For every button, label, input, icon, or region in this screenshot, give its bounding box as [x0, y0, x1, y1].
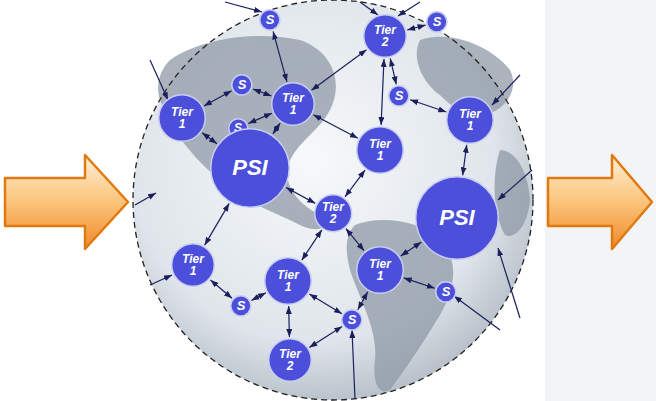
node-label: Tier 1	[369, 258, 391, 282]
psi-node: PSI	[210, 128, 290, 208]
node-circle-shape	[342, 310, 362, 330]
link-arrow	[311, 50, 366, 91]
s-node: S	[435, 281, 457, 303]
node-circle-shape	[272, 83, 315, 126]
node-circle-shape	[260, 10, 280, 30]
node-circle-shape	[269, 339, 312, 382]
node-circle-shape	[389, 86, 409, 106]
link-arrow	[407, 25, 425, 30]
link-arrow	[253, 89, 271, 96]
node-label: Tier 1	[277, 269, 299, 293]
node-circle-shape	[447, 97, 494, 144]
link-arrow	[358, 292, 368, 310]
link-arrow	[309, 326, 342, 347]
node-label: Tier 2	[374, 24, 396, 48]
tier-node: Tier 1	[271, 82, 315, 126]
tier-node: Tier 1	[356, 246, 404, 294]
tier-node: Tier 2	[268, 338, 312, 382]
link-arrow	[248, 113, 272, 123]
background-panel	[545, 0, 656, 401]
link-arrow	[410, 100, 446, 112]
globe	[133, 0, 533, 400]
dashed-boundary	[133, 0, 533, 400]
tier-node: Tier 1	[264, 257, 312, 305]
node-label: Tier 2	[279, 348, 301, 372]
node-label: S	[433, 15, 442, 28]
link-arrow	[204, 91, 232, 106]
output-arrow	[548, 155, 652, 249]
node-label: S	[395, 89, 404, 102]
node-label: PSI	[232, 157, 267, 179]
node-circle-shape	[159, 95, 206, 142]
node-circle-shape	[364, 15, 407, 58]
node-label: S	[237, 299, 246, 312]
node-circle-shape	[211, 129, 290, 208]
node-circle-shape	[315, 195, 352, 232]
continents	[158, 36, 530, 391]
node-label: Tier 1	[369, 138, 391, 162]
incoming-arrows	[135, 2, 532, 399]
link-arrow	[313, 115, 358, 139]
link-arrow	[286, 188, 315, 204]
link-arrow	[345, 170, 365, 197]
tier-node: Tier 2	[363, 14, 407, 58]
tier-node: Tier 2	[314, 194, 352, 232]
node-label: S	[238, 78, 247, 91]
s-node: S	[341, 309, 363, 331]
link-arrow	[463, 145, 467, 176]
s-node: S	[230, 295, 252, 317]
link-arrow	[273, 123, 280, 134]
tier-node: Tier 1	[158, 94, 206, 142]
link-arrow	[309, 294, 342, 314]
node-label: Tier 1	[282, 92, 304, 116]
input-arrow	[5, 155, 128, 249]
node-circle-shape	[416, 177, 499, 260]
psi-node: PSI	[415, 176, 499, 260]
link-arrow	[404, 278, 435, 288]
link-arrow	[401, 242, 422, 256]
link-arrow	[381, 59, 384, 125]
node-label: Tier 1	[459, 108, 481, 132]
node-circle-shape	[265, 258, 312, 305]
tier-node: Tier 1	[356, 126, 404, 174]
link-arrow	[273, 31, 287, 81]
node-circle-shape	[357, 127, 404, 174]
link-arrow	[346, 229, 364, 251]
node-label: S	[348, 313, 357, 326]
node-circle-shape	[172, 244, 215, 287]
tier-node: Tier 1	[171, 243, 215, 287]
node-label: S	[442, 285, 451, 298]
link-arrow	[205, 203, 230, 245]
node-label: S	[266, 13, 275, 26]
tier-node: Tier 1	[446, 96, 494, 144]
node-label: Tier 1	[171, 106, 193, 130]
link-arrow	[202, 133, 217, 144]
link-arrow	[302, 230, 322, 260]
s-node: S	[388, 85, 410, 107]
link-arrow	[288, 306, 290, 337]
node-label: Tier 2	[322, 201, 344, 225]
node-circle-shape	[231, 296, 251, 316]
s-node: S	[231, 74, 253, 96]
node-circle-shape	[427, 12, 447, 32]
node-label: PSI	[439, 207, 474, 229]
node-label: Tier 1	[182, 253, 204, 277]
node-circle-shape	[436, 282, 456, 302]
node-circle-shape	[232, 75, 252, 95]
link-arrow	[210, 280, 232, 298]
s-node: S	[426, 11, 448, 33]
link-arrow	[251, 293, 266, 301]
s-node: S	[259, 9, 281, 31]
node-circle-shape	[357, 247, 404, 294]
link-arrow	[390, 58, 396, 84]
